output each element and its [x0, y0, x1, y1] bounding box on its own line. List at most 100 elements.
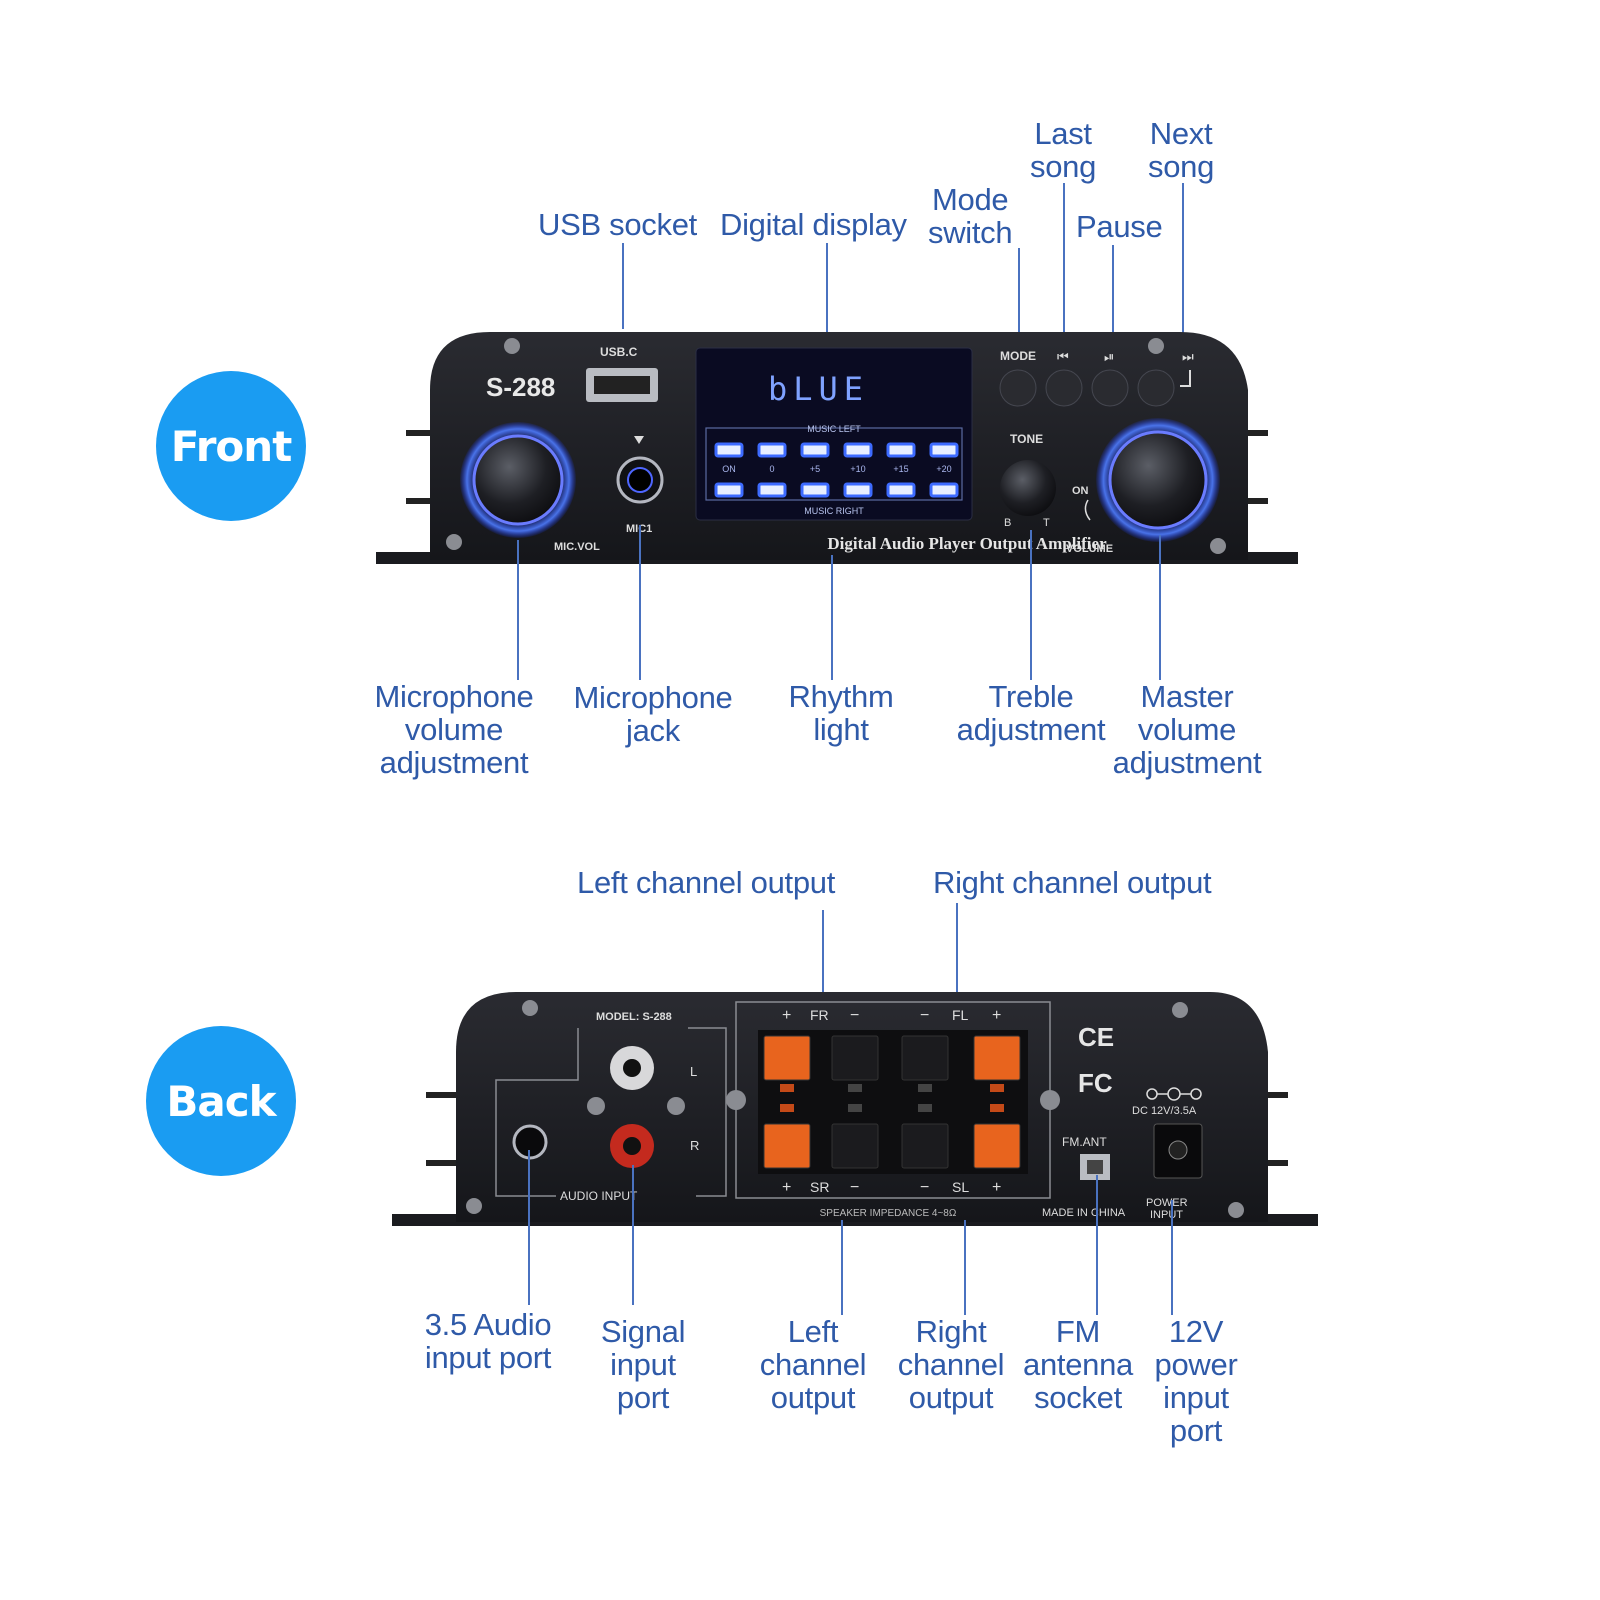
speaker-clip[interactable] — [901, 1035, 949, 1081]
front-amplifier: S-288 USB.C bLUE MUSIC LEFT MUSIC RIGHT … — [376, 332, 1298, 564]
sl-plus: + — [992, 1179, 1001, 1196]
fin — [1258, 1160, 1288, 1166]
mic-vol-label: MIC.VOL — [554, 541, 600, 553]
screw — [1228, 1202, 1244, 1218]
music-left-label: MUSIC LEFT — [807, 424, 861, 434]
model-text: S-288 — [486, 372, 555, 402]
speaker-terminals — [763, 1035, 1021, 1169]
sl-minus: − — [920, 1179, 929, 1196]
speaker-clip[interactable] — [763, 1035, 811, 1081]
rhythm-led — [886, 442, 916, 458]
screw — [522, 1000, 538, 1016]
rhythm-led — [714, 482, 744, 498]
leader-right-channel — [964, 1220, 966, 1315]
impedance-label: SPEAKER IMPEDANCE 4~8Ω — [820, 1208, 957, 1219]
speaker-clip[interactable] — [973, 1123, 1021, 1169]
rhythm-led — [757, 442, 787, 458]
music-right-label: MUSIC RIGHT — [804, 506, 864, 516]
mic-volume-knob[interactable] — [472, 434, 564, 526]
fin — [1238, 498, 1268, 504]
label-right-channel: Right channel output — [897, 1314, 1005, 1415]
rhythm-level-label: ON — [722, 464, 736, 474]
fr-plus: + — [782, 1007, 791, 1024]
tone-label: TONE — [1010, 432, 1043, 446]
rhythm-level-label: 0 — [769, 464, 774, 474]
rhythm-led — [886, 482, 916, 498]
mode-button[interactable] — [999, 369, 1037, 407]
speaker-clip[interactable] — [973, 1035, 1021, 1081]
leader-right-channel-top — [956, 903, 958, 1000]
rhythm-led — [800, 482, 830, 498]
on-label: ON — [1072, 485, 1089, 497]
screw — [504, 338, 520, 354]
treble-knob[interactable] — [1000, 460, 1056, 516]
made-in-label: MADE IN CHINA — [1042, 1207, 1126, 1219]
ce-mark: CE — [1078, 1022, 1114, 1052]
next-song-button[interactable] — [1137, 369, 1175, 407]
rhythm-led — [757, 482, 787, 498]
screw — [1148, 338, 1164, 354]
fr-minus: − — [850, 1007, 859, 1024]
input-label: INPUT — [1150, 1209, 1183, 1221]
audio-35-jack[interactable] — [512, 1124, 548, 1160]
wire-hole — [990, 1104, 1004, 1112]
leader-signal-input — [632, 1165, 634, 1305]
screw — [1172, 1002, 1188, 1018]
wire-hole — [990, 1084, 1004, 1092]
sl-label: SL — [952, 1179, 969, 1195]
power-label: POWER — [1146, 1197, 1188, 1209]
leader-left-channel-top — [822, 910, 824, 1000]
label-usb-socket: USB socket — [538, 207, 697, 242]
wire-hole — [780, 1104, 794, 1112]
next-icon: ⏭ — [1182, 349, 1194, 364]
rhythm-led — [843, 482, 873, 498]
rhythm-led — [843, 442, 873, 458]
screw — [726, 1090, 746, 1110]
fr-label: FR — [810, 1007, 829, 1023]
master-volume-knob[interactable] — [1108, 430, 1208, 530]
back-badge: Back — [146, 1026, 296, 1176]
rhythm-light-frame — [705, 427, 963, 501]
amp-name: Digital Audio Player Output Amplifier — [827, 534, 1107, 553]
speaker-clip[interactable] — [831, 1123, 879, 1169]
label-fm-antenna: FM antenna socket — [1023, 1314, 1133, 1415]
screw — [1210, 538, 1226, 554]
label-mic-volume: Microphone volume adjustment — [374, 679, 534, 780]
label-signal-input: Signal input port — [600, 1314, 686, 1415]
wire-hole — [848, 1104, 862, 1112]
back-model-label: MODEL: S-288 — [596, 1011, 672, 1023]
label-digital-display: Digital display — [720, 207, 907, 242]
leader-power — [1171, 1200, 1173, 1315]
label-pause: Pause — [1076, 209, 1163, 244]
arrow-down-icon — [634, 436, 644, 444]
speaker-clip[interactable] — [763, 1123, 811, 1169]
sr-minus: − — [850, 1179, 859, 1196]
leader-master-volume — [1159, 535, 1161, 680]
leader-rhythm — [831, 555, 833, 680]
leader-pause — [1112, 245, 1114, 333]
label-treble: Treble adjustment — [956, 679, 1106, 747]
play-pause-icon: ⏯ — [1104, 349, 1114, 364]
speaker-clip[interactable] — [901, 1123, 949, 1169]
fl-label: FL — [952, 1007, 969, 1023]
tone-b-label: B — [1004, 517, 1011, 529]
digital-display — [695, 347, 973, 521]
previous-icon: ⏮ — [1057, 349, 1069, 364]
rhythm-level-label: +15 — [893, 464, 908, 474]
fm-ant-label: FM.ANT — [1062, 1135, 1107, 1149]
sr-plus: + — [782, 1179, 791, 1196]
usb-label: USB.C — [600, 345, 638, 359]
pause-button[interactable] — [1091, 369, 1129, 407]
label-next-song: Next song — [1148, 116, 1215, 184]
label-master-volume: Master volume adjustment — [1112, 679, 1262, 780]
label-rhythm-light: Rhythm light — [788, 679, 894, 747]
label-right-channel-top: Right channel output — [933, 865, 1212, 900]
screw — [1040, 1090, 1060, 1110]
speaker-clip[interactable] — [831, 1035, 879, 1081]
front-badge: Front — [156, 371, 306, 521]
leader-display — [826, 243, 828, 333]
label-last-song: Last song — [1030, 116, 1097, 184]
last-song-button[interactable] — [1045, 369, 1083, 407]
fc-mark: FC — [1078, 1068, 1113, 1098]
